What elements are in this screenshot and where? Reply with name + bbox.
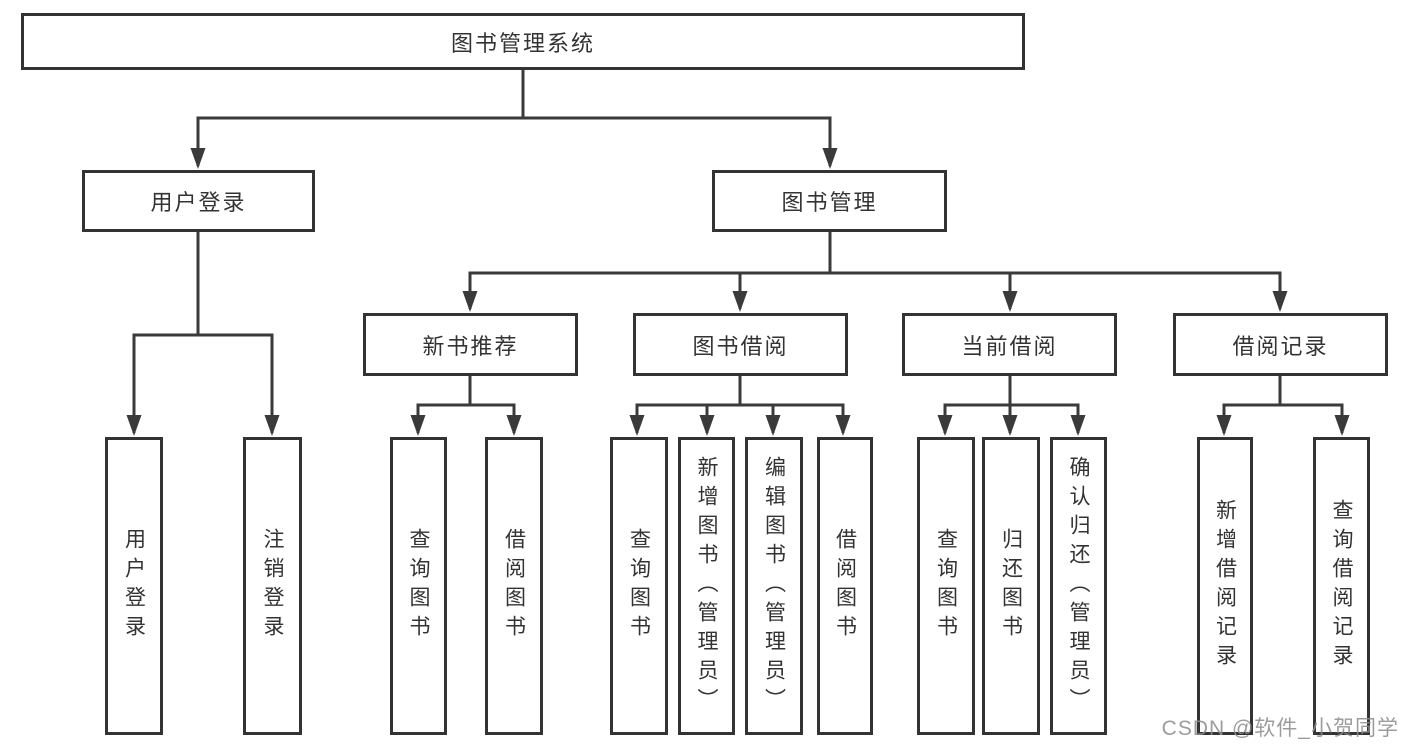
leaf-add-book-admin-label: 新增图书（管理员）: [695, 455, 719, 717]
leaf-add-borrow-record-label: 新增借阅记录: [1213, 499, 1237, 673]
leaf-add-book-admin: 新增图书（管理员）: [678, 437, 735, 735]
leaf-query-books-borrowing: 查询图书: [610, 437, 668, 735]
node-root-system: 图书管理系统: [21, 13, 1025, 70]
leaf-query-books-recommend: 查询图书: [390, 437, 447, 735]
leaf-query-borrow-record-label: 查询借阅记录: [1330, 499, 1354, 673]
leaf-edit-book-admin-label: 编辑图书（管理员）: [762, 455, 786, 717]
node-book-borrowing-label: 图书借阅: [692, 333, 789, 359]
node-current-borrowing-label: 当前借阅: [961, 333, 1058, 359]
leaf-add-borrow-record: 新增借阅记录: [1197, 437, 1253, 735]
leaf-query-borrow-record: 查询借阅记录: [1313, 437, 1370, 735]
node-root-system-label: 图书管理系统: [450, 30, 595, 56]
leaf-user-login-label: 用户登录: [122, 528, 146, 644]
leaf-edit-book-admin: 编辑图书（管理员）: [745, 437, 803, 735]
leaf-query-books-current: 查询图书: [917, 437, 975, 735]
csdn-watermark: CSDN @软件_小贺同学: [1161, 717, 1399, 740]
node-user-login-label: 用户登录: [150, 190, 247, 215]
leaf-query-books-borrowing-label: 查询图书: [627, 528, 651, 644]
leaf-logout: 注销登录: [243, 437, 302, 735]
leaf-return-books: 归还图书: [982, 437, 1040, 735]
leaf-confirm-return-admin: 确认归还（管理员）: [1050, 437, 1107, 735]
node-book-borrowing: 图书借阅: [633, 313, 848, 376]
node-borrow-records: 借阅记录: [1173, 313, 1388, 376]
leaf-borrow-books-recommend-label: 借阅图书: [502, 528, 526, 644]
node-current-borrowing: 当前借阅: [902, 313, 1117, 376]
leaf-logout-label: 注销登录: [261, 528, 285, 644]
leaf-confirm-return-admin-label: 确认归还（管理员）: [1067, 455, 1091, 717]
node-new-book-recommend-label: 新书推荐: [422, 333, 519, 359]
leaf-borrow-books-recommend: 借阅图书: [485, 437, 543, 735]
leaf-query-books-current-label: 查询图书: [934, 528, 958, 644]
leaf-borrow-books-borrowing-label: 借阅图书: [833, 528, 857, 644]
leaf-borrow-books-borrowing: 借阅图书: [817, 437, 873, 735]
node-new-book-recommend: 新书推荐: [363, 313, 578, 376]
node-user-login: 用户登录: [82, 170, 315, 232]
leaf-query-books-recommend-label: 查询图书: [407, 528, 431, 644]
node-book-management: 图书管理: [712, 170, 947, 232]
leaf-return-books-label: 归还图书: [999, 528, 1023, 644]
node-borrow-records-label: 借阅记录: [1232, 333, 1329, 359]
node-book-management-label: 图书管理: [781, 190, 878, 215]
leaf-user-login: 用户登录: [105, 437, 163, 735]
